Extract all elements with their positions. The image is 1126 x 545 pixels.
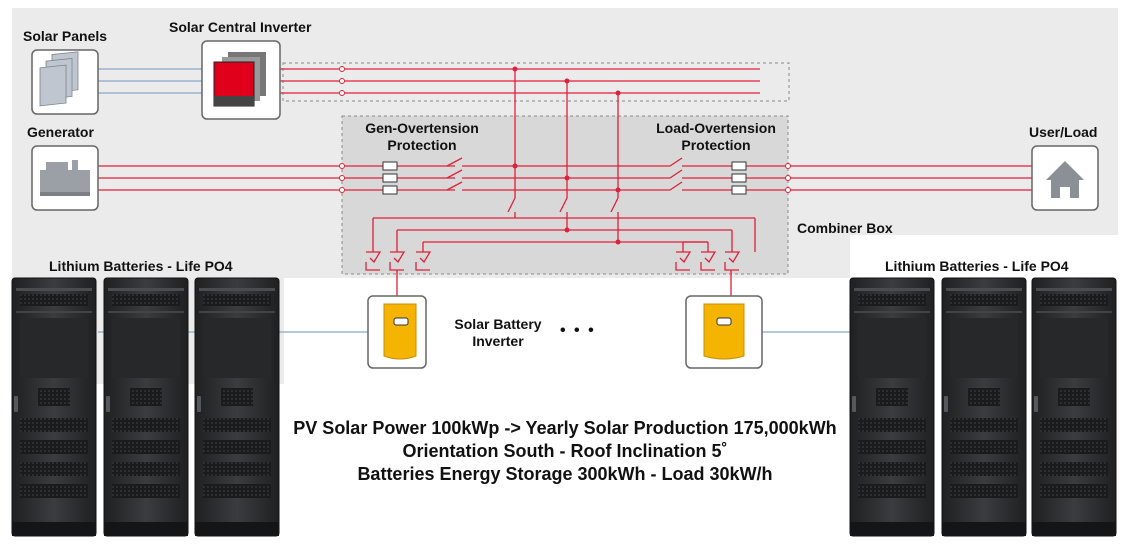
label-batteries-right: Lithium Batteries - Life PO4: [885, 258, 1069, 274]
summary-line-1: PV Solar Power 100kWp -> Yearly Solar Pr…: [293, 418, 837, 438]
battery-cabinet-left-3: [194, 277, 280, 537]
label-gen-overtension: Gen-Overtension Protection: [352, 120, 492, 154]
label-generator: Generator: [27, 124, 94, 140]
label-solar-battery-inverter-line2: Inverter: [472, 333, 524, 349]
label-load-overtension-line1: Load-Overtension: [656, 120, 776, 136]
summary-line-2: Orientation South - Roof Inclination 5˚: [402, 441, 728, 461]
junction-dots: [512, 66, 621, 245]
ac-bus-lines: [98, 68, 1032, 296]
label-combiner-box: Combiner Box: [797, 220, 893, 236]
label-solar-panels: Solar Panels: [23, 28, 108, 44]
ac-bus-dashed-box: [282, 62, 790, 102]
label-solar-central-inverter: Solar Central Inverter: [169, 19, 312, 35]
label-solar-battery-inverter-line1: Solar Battery: [454, 316, 542, 332]
label-batteries-left: Lithium Batteries - Life PO4: [49, 258, 233, 274]
battery-cabinet-left-2: [103, 277, 189, 537]
battery-inverter-icon-left: [367, 295, 427, 369]
solar-panels-icon: [31, 49, 99, 115]
breaker-symbols: [365, 251, 741, 271]
house-icon: [1031, 145, 1099, 211]
battery-inverter-icon-right: [685, 295, 763, 369]
combiner-box: [341, 115, 789, 275]
summary-line-3: Batteries Energy Storage 300kWh - Load 3…: [357, 464, 773, 484]
battery-cabinet-right-2: [941, 277, 1027, 537]
battery-cabinet-left-1: [11, 277, 97, 537]
terminal-circles: [339, 66, 791, 193]
label-user-load: User/Load: [1029, 124, 1098, 140]
label-gen-overtension-line1: Gen-Overtension: [365, 120, 479, 136]
generator-icon: [31, 145, 99, 211]
label-solar-battery-inverter: Solar Battery Inverter: [440, 316, 556, 350]
fuses: [382, 161, 747, 195]
battery-cabinet-right-3: [1031, 277, 1117, 537]
label-load-overtension-line2: Protection: [681, 137, 751, 153]
battery-cabinet-right-1: [849, 277, 935, 537]
label-load-overtension: Load-Overtension Protection: [641, 120, 791, 154]
central-inverter-icon: [201, 40, 281, 120]
ellipsis-more-inverters: • • •: [560, 322, 596, 339]
label-gen-overtension-line2: Protection: [387, 137, 457, 153]
